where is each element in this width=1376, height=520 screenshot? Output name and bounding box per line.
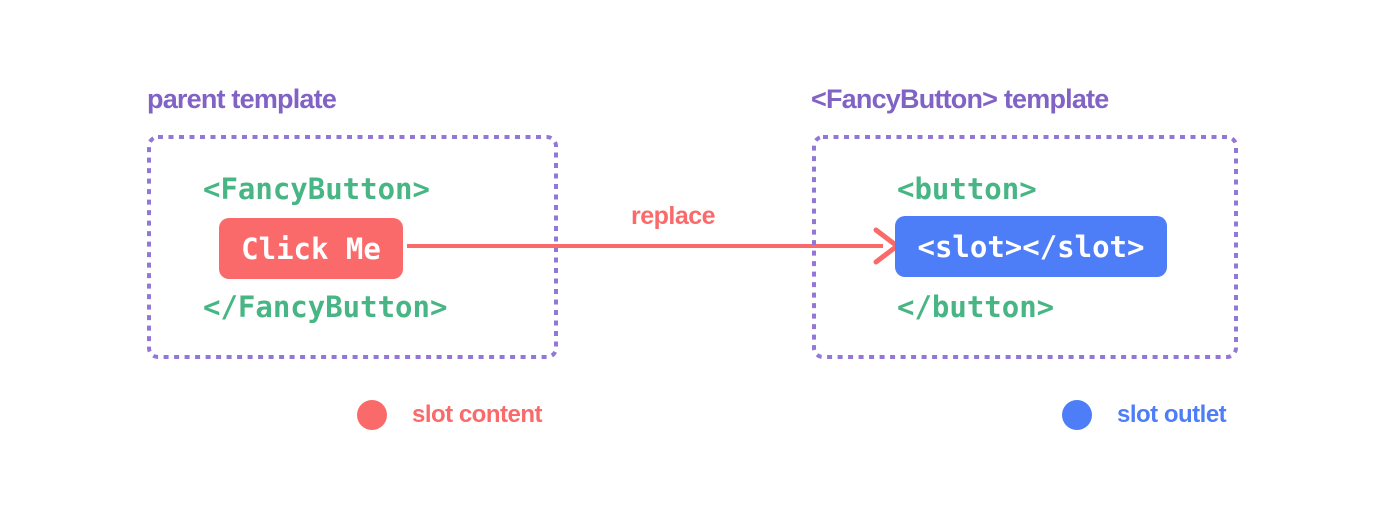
- slot-content-dot: [357, 400, 387, 430]
- parent-open-tag: <FancyButton>: [203, 172, 430, 206]
- parent-close-tag: </FancyButton>: [203, 290, 448, 324]
- parent-template-title: parent template: [147, 84, 337, 114]
- legend-slot-outlet: slot outlet: [1062, 400, 1227, 430]
- slot-outlet-chip: <slot></slot>: [895, 216, 1167, 277]
- legend-slot-content: slot content: [357, 400, 543, 430]
- slot-outlet-label-text: <slot></slot>: [917, 229, 1145, 264]
- click-me-label: Click Me: [241, 231, 381, 266]
- component-close-tag: </button>: [897, 290, 1055, 324]
- component-template-title: <FancyButton> template: [811, 84, 1109, 114]
- component-open-tag: <button>: [897, 172, 1037, 206]
- click-me-button: Click Me: [219, 218, 403, 279]
- slot-outlet-dot: [1062, 400, 1092, 430]
- component-template-box: [812, 135, 1238, 359]
- slot-outlet-legend-label: slot outlet: [1117, 401, 1227, 428]
- replace-label: replace: [631, 202, 716, 230]
- slot-content-legend-label: slot content: [412, 401, 543, 428]
